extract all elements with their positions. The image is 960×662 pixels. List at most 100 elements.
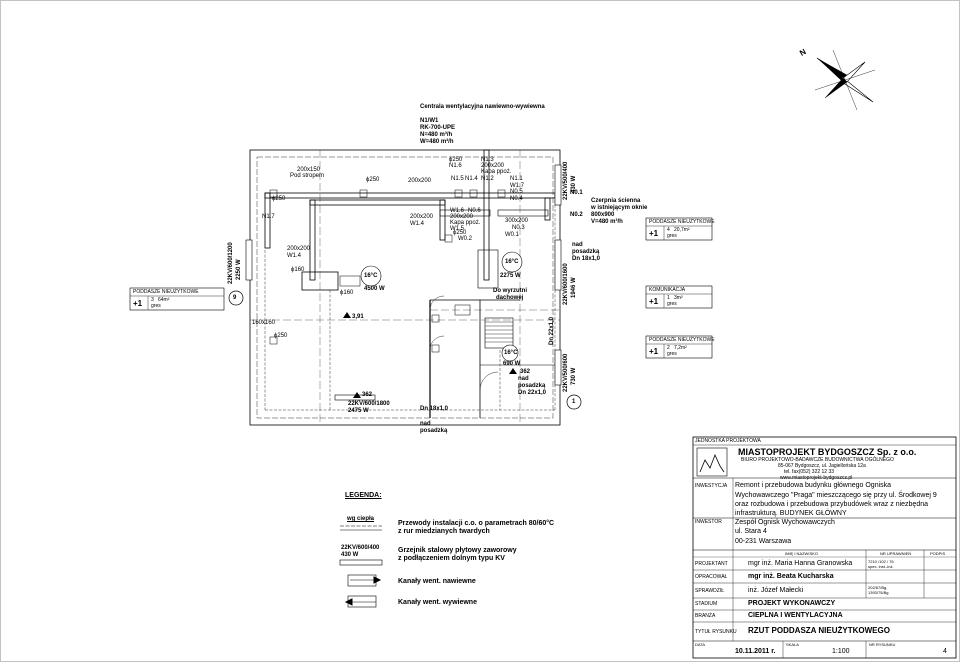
north-arrow-icon <box>814 49 876 111</box>
room-level: +1 <box>649 297 659 306</box>
checker-permit: 202/67/Bg, <box>868 585 888 590</box>
duct-size: 200x200 <box>287 246 311 252</box>
investment-line: Wychowawczego "Praga" mieszczącego się p… <box>735 492 937 499</box>
radiator-spec: 22KV/600/1800 <box>348 401 390 407</box>
investment-line: Remont i przebudowa budynku głównego Ogn… <box>735 482 892 489</box>
tb-label: INWESTYCJA <box>695 483 728 489</box>
legend-title: LEGENDA: <box>345 492 382 499</box>
legend-text: Przewody instalacji c.o. o parametrach 8… <box>398 520 555 527</box>
diffuser-label: W1.7 <box>510 183 525 189</box>
diffuser-label: N1.4 <box>465 176 478 182</box>
tb-label: SKALA <box>786 642 799 647</box>
height-note: posadzką <box>518 383 546 389</box>
investor-line: 00-231 Warszawa <box>735 538 792 545</box>
legend-key: wg ciepła <box>347 516 375 522</box>
duct-size: 200x150 <box>297 167 321 173</box>
legend-key: 430 W <box>341 552 359 558</box>
firm-sub: BIURO PROJEKTOWO-BADAWCZE BUDOWNICTWA OG… <box>741 457 894 463</box>
pipe-size: Dn 18x1,0 <box>420 406 449 412</box>
height-note: posadzką <box>420 428 448 434</box>
stairs <box>484 317 514 349</box>
drawing-date: 10.11.2011 r. <box>735 648 776 655</box>
duct-diameter: ϕ250 <box>274 333 288 339</box>
diffuser-label: N0.2 <box>570 212 583 218</box>
unit-id: N1/W1 <box>420 118 439 124</box>
firm-address: 85-067 Bydgoszcz, ul. Jagiellońska 12a <box>778 463 866 469</box>
firm-www: www.miastoprojekt-bydgoszcz.pl <box>780 475 853 481</box>
elevation: 3,91 <box>352 314 364 320</box>
room-title: KOMUNIKACJA <box>649 287 686 293</box>
room-temperature: 16°C <box>505 259 519 265</box>
room-title: PODDASZE NIEUŻYTKOWE <box>649 337 715 343</box>
legend-text: Grzejnik stalowy płytowy zaworowy <box>398 547 517 554</box>
legend-text: z rur miedzianych twardych <box>398 528 490 535</box>
legend-text: z podłączeniem dolnym typu KV <box>398 555 505 562</box>
duct-size: 300x200 <box>505 218 529 224</box>
tb-label: SPRAWDZIŁ <box>695 588 724 594</box>
unit-w-flow: W=480 m³/h <box>420 139 454 145</box>
diffuser-label: W1.5 <box>450 226 465 232</box>
room-temperature: 16°C <box>504 350 518 356</box>
diffuser-label: N1.5 <box>451 176 464 182</box>
temp-circle <box>501 344 519 362</box>
firm-name: MIASTOPROJEKT BYDGOSZCZ Sp. z o.o. <box>738 447 917 457</box>
diffuser-label: N0.4 <box>510 196 523 202</box>
unit-n-flow: N=480 m³/h <box>420 132 453 138</box>
investment-line: oraz rozbudowa i przebudowa przybudówek … <box>735 501 928 508</box>
checker-name: inż. Józef Małecki <box>748 587 804 594</box>
designer-permit: spec. inst.-inż. <box>868 564 894 569</box>
room-number: 4 <box>667 227 670 233</box>
room-box-4 <box>645 217 713 241</box>
room-level: +1 <box>649 229 659 238</box>
col-header: IMIĘ I NAZWISKO <box>785 551 818 556</box>
legend-key: 22KV/600/400 <box>341 545 380 551</box>
room-circle-9 <box>228 290 244 306</box>
discipline: CIEPLNA I WENTYLACYJNA <box>748 612 843 619</box>
tb-label: NR RYSUNKU <box>869 642 896 647</box>
temp-circle <box>501 251 523 273</box>
tb-label: DATA <box>695 642 706 647</box>
unit-header: Centrala wentylacyjna nawiewno-wywiewna <box>420 104 545 110</box>
diffuser-label: W1.6 <box>450 208 465 214</box>
radiator-spec: 22KV/500/600 <box>563 353 569 392</box>
room-finish: gres <box>667 233 677 239</box>
pipe-size: Dn 22x1,0 <box>518 390 547 396</box>
exhaust-note: Do wyrzutni <box>493 288 527 294</box>
radiator-power: 730 W <box>571 367 577 385</box>
room-temperature: 16°C <box>364 273 378 279</box>
tb-label: OPRACOWAŁ <box>695 574 728 580</box>
elevation: 362 <box>520 369 531 375</box>
room-circle-1 <box>566 394 582 410</box>
room-box-1 <box>645 285 713 309</box>
investor-line: ul. Stara 4 <box>735 528 767 535</box>
hood-label: Kapa ppoż. <box>481 169 512 175</box>
tb-label: STADIUM <box>695 601 718 607</box>
diffuser-label: N0.3 <box>512 225 525 231</box>
firm-tel: tel. fax(052) 322 12 33 <box>784 469 835 475</box>
room-area: 3m² <box>674 295 683 301</box>
diffuser-label: N1.6 <box>449 163 462 169</box>
duct-diameter: ϕ250 <box>366 177 380 183</box>
room-title: PODDASZE NIEUŻYTKOWE <box>133 289 199 295</box>
pipe-size: Dn 18x1,0 <box>572 256 601 262</box>
diffusers <box>269 189 506 353</box>
diffuser-label: W1.4 <box>287 253 302 259</box>
room-box-3 <box>129 287 225 311</box>
diffuser-label: N0.6 <box>468 208 481 214</box>
room-number: 1 <box>667 295 670 301</box>
elevation: 362 <box>362 392 373 398</box>
heating-pipes <box>264 200 556 411</box>
room-circle-label: 9 <box>233 295 237 301</box>
radiator-power: 2475 W <box>348 408 369 414</box>
room-finish: gres <box>667 301 677 307</box>
room-finish: gres <box>667 351 677 357</box>
room-title: PODDASZE NIEUŻYTKOWE <box>649 219 715 225</box>
room-box-2 <box>645 335 713 359</box>
radiator-power: 430 W <box>571 175 577 193</box>
ventilation-ducts <box>264 149 556 316</box>
room-finish: gres <box>151 303 161 309</box>
duct-size: 200x200 <box>450 214 474 220</box>
radiator-spec: 22KV/600/1600 <box>563 263 569 305</box>
duct-size: 200x200 <box>410 214 434 220</box>
